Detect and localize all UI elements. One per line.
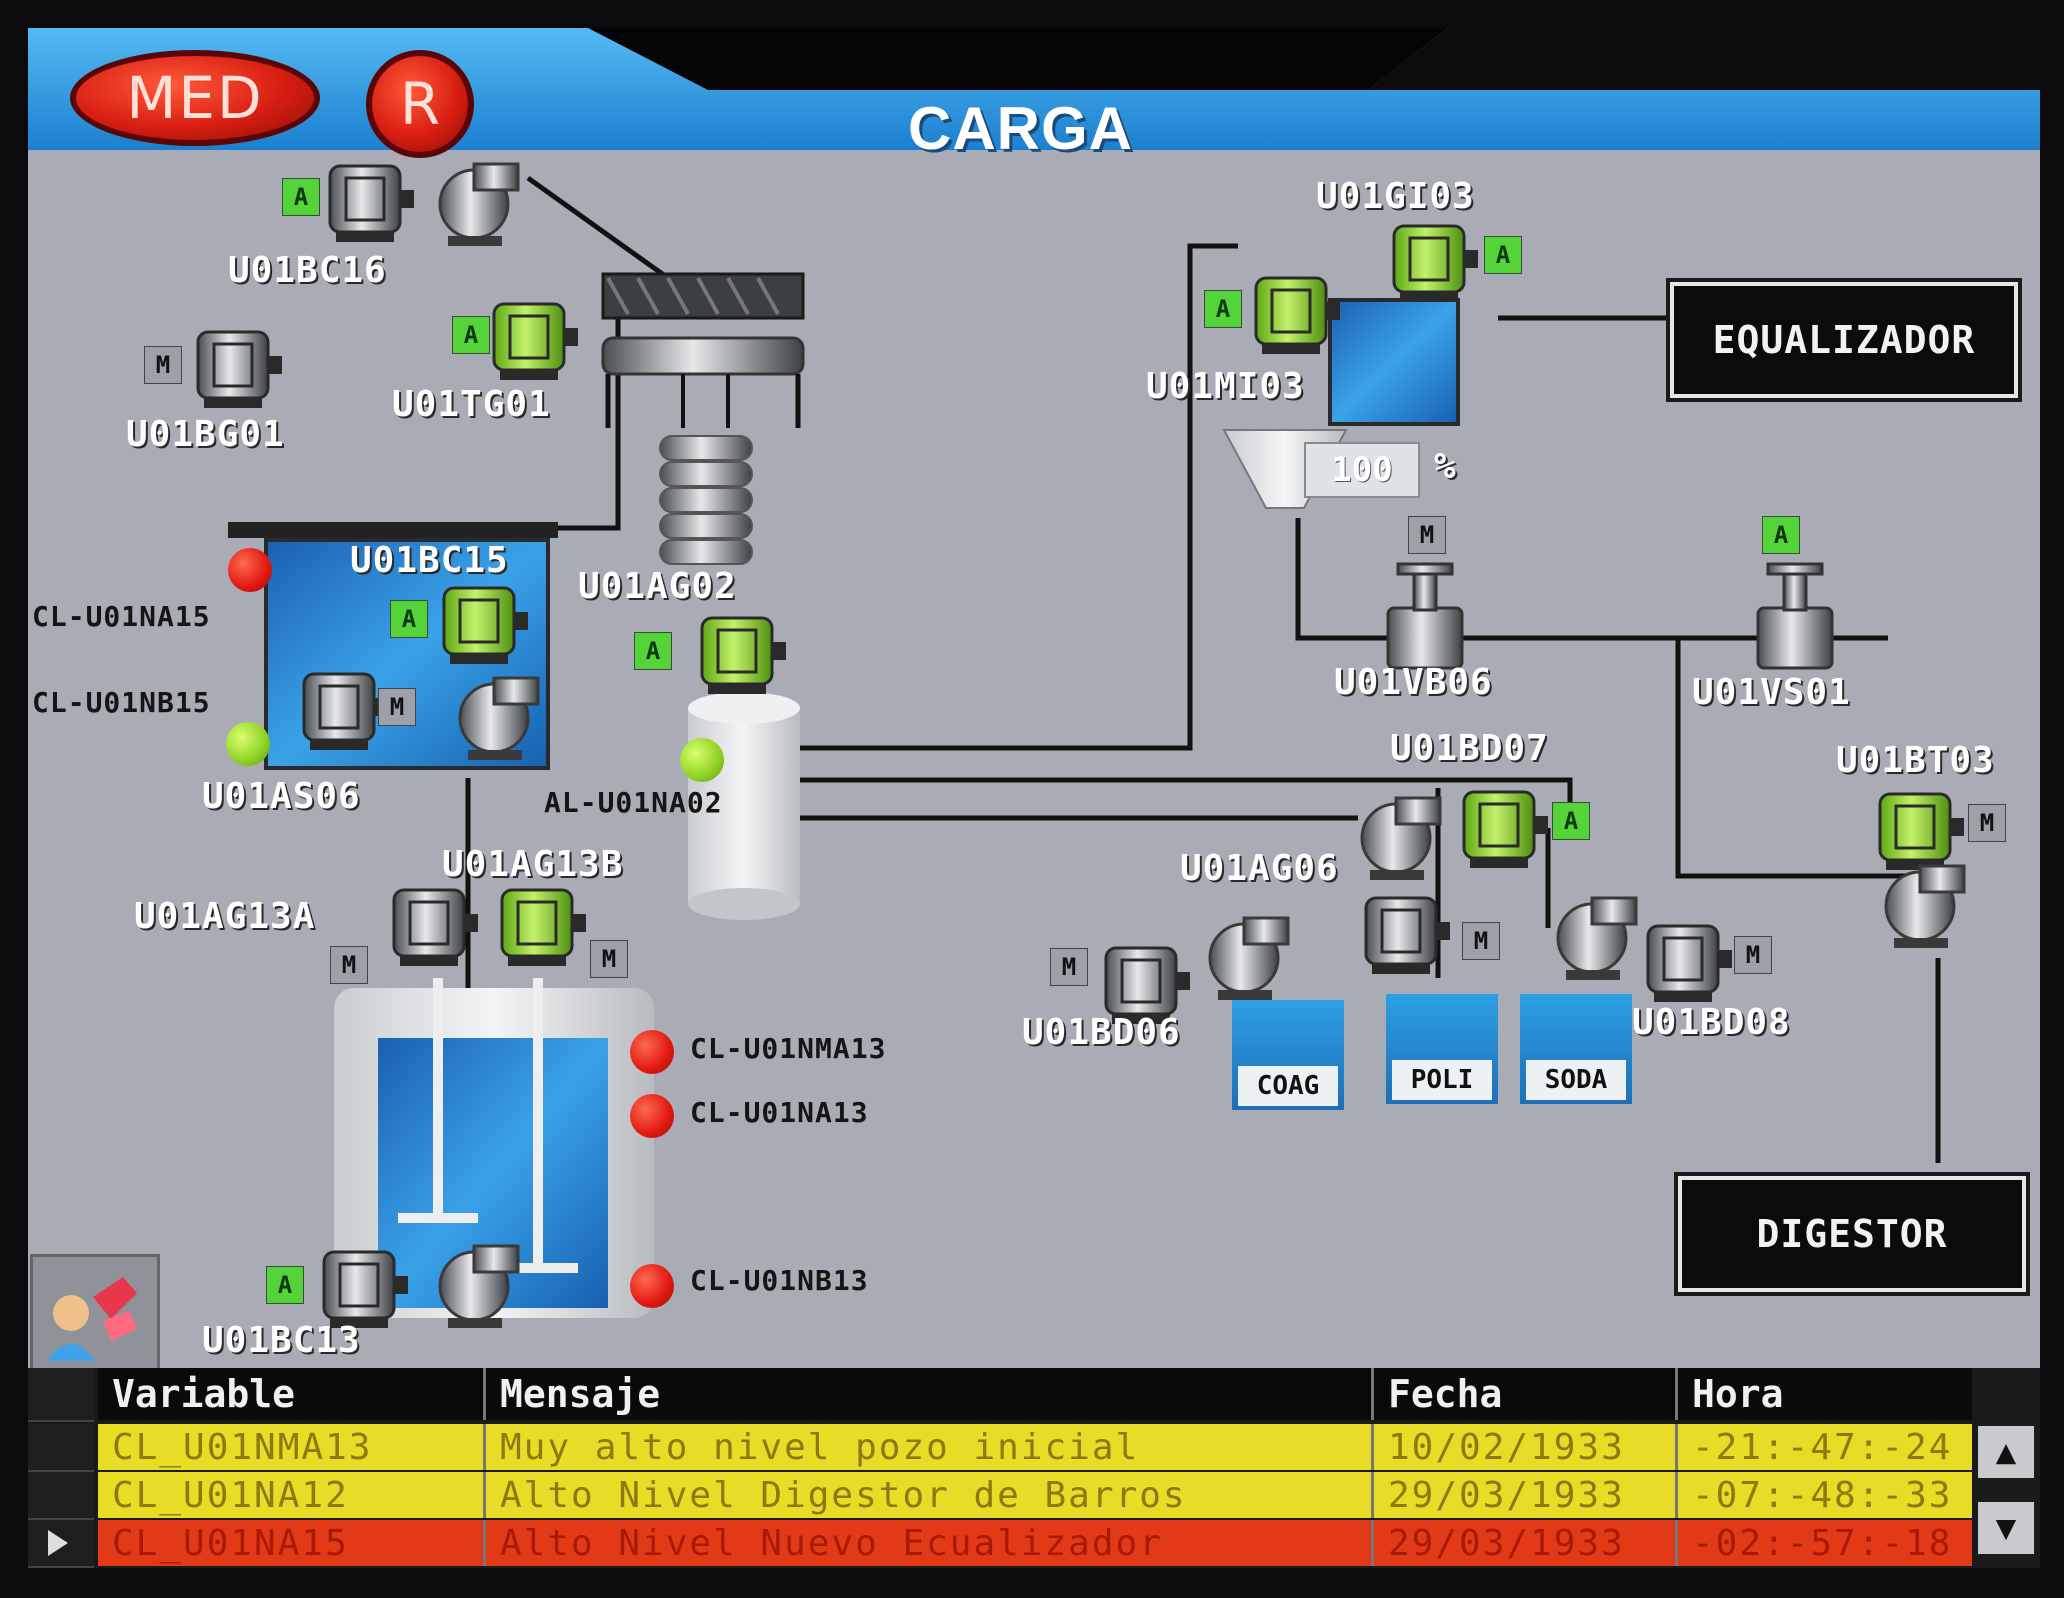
mode-manual-U01AG06[interactable]: M [1462,922,1500,960]
alarm-row-2[interactable]: CL_U01NA12 Alto Nivel Digestor de Barros… [98,1472,1972,1518]
user-login-icon[interactable] [30,1254,160,1374]
mode-auto-U01VS01[interactable]: A [1762,516,1800,554]
label-U01AS06: U01AS06 [202,776,361,817]
alarm-message: Alto Nivel Digestor de Barros [486,1472,1374,1518]
alarm-table: Variable Mensaje Fecha Hora CL_U01NMA13 … [28,1368,2040,1568]
label-cl-nb13: CL-U01NB13 [690,1264,869,1297]
med-mode-button[interactable]: MED [70,50,320,146]
alarm-variable: CL_U01NA12 [98,1472,486,1518]
label-U01GI03: U01GI03 [1316,176,1475,217]
mode-manual-U01VB06[interactable]: M [1408,516,1446,554]
reset-button[interactable]: R [366,50,474,158]
alarm-time: -07:-48:-33 [1678,1472,1972,1518]
alarm-time: -02:-57:-18 [1678,1520,1972,1566]
mode-manual-U01AS06[interactable]: M [378,688,416,726]
digestor-button[interactable]: DIGESTOR [1674,1172,2030,1296]
mode-auto-U01AG02[interactable]: A [634,632,672,670]
label-U01BC15: U01BC15 [350,540,509,581]
alarm-variable: CL_U01NA15 [98,1520,486,1566]
mode-auto-U01TG01[interactable]: A [452,316,490,354]
label-U01AG13B: U01AG13B [442,844,624,885]
label-U01VB06: U01VB06 [1334,662,1493,703]
alarm-row-3[interactable]: CL_U01NA15 Alto Nivel Nuevo Ecualizador … [98,1520,1972,1566]
label-cl-na13: CL-U01NA13 [690,1096,869,1129]
silo-level-unit: % [1434,446,1457,487]
label-U01MI03: U01MI03 [1146,366,1305,407]
silo-level-value: 100 [1304,442,1420,498]
reset-label: R [399,70,441,138]
alarm-time: -21:-47:-24 [1678,1424,1972,1470]
level-led-cl-na15 [228,548,272,592]
col-variable[interactable]: Variable [98,1368,486,1420]
equalizador-button[interactable]: EQUALIZADOR [1666,278,2022,402]
tank-soda-label: SODA [1526,1060,1626,1100]
label-U01BD06: U01BD06 [1022,1012,1181,1053]
scroll-up-button[interactable]: ▲ [1978,1426,2034,1478]
row-selector-2[interactable] [28,1472,94,1520]
mode-manual-U01BG01[interactable]: M [144,346,182,384]
label-U01VS01: U01VS01 [1692,672,1851,713]
label-U01BD08: U01BD08 [1632,1002,1791,1043]
tank-poli[interactable]: POLI [1386,994,1498,1104]
label-U01BC13: U01BC13 [202,1320,361,1361]
mode-manual-U01AG13A[interactable]: M [330,946,368,984]
label-U01AG13A: U01AG13A [134,896,316,937]
hmi-screen: MED R CARGA [28,28,2040,1568]
label-U01BD07: U01BD07 [1390,728,1549,769]
alarm-date: 10/02/1933 [1374,1424,1678,1470]
mode-auto-U01BC13[interactable]: A [266,1266,304,1304]
mode-manual-U01BD06[interactable]: M [1050,948,1088,986]
label-U01BG01: U01BG01 [126,414,285,455]
label-cl-nb15: CL-U01NB15 [32,686,211,719]
col-mensaje[interactable]: Mensaje [486,1368,1374,1420]
label-U01BT03: U01BT03 [1836,740,1995,781]
row-selector-header [28,1368,94,1422]
level-led-cl-na13 [630,1094,674,1138]
label-U01AG06: U01AG06 [1180,848,1339,889]
level-led-cl-nb13 [630,1264,674,1308]
alarm-message: Muy alto nivel pozo inicial [486,1424,1374,1470]
mode-auto-U01BD07[interactable]: A [1552,802,1590,840]
label-U01AG02: U01AG02 [578,566,737,607]
level-led-cl-nma13 [630,1030,674,1074]
scroll-down-button[interactable]: ▼ [1978,1502,2034,1554]
label-U01BC16: U01BC16 [228,250,387,291]
mode-auto-U01BC16[interactable]: A [282,178,320,216]
tank-soda[interactable]: SODA [1520,994,1632,1104]
current-row-arrow-icon [48,1530,68,1556]
row-selector-1[interactable] [28,1424,94,1472]
label-U01TG01: U01TG01 [392,384,551,425]
tank-coag-label: COAG [1238,1066,1338,1106]
label-cl-na15: CL-U01NA15 [32,600,211,633]
tank-poli-label: POLI [1392,1060,1492,1100]
mode-manual-U01AG13B[interactable]: M [590,940,628,978]
process-diagram [196,162,1966,1330]
screen-title: CARGA [908,95,1133,162]
alarm-variable: CL_U01NMA13 [98,1424,486,1470]
col-fecha[interactable]: Fecha [1374,1368,1678,1420]
tank-coag[interactable]: COAG [1232,1000,1344,1110]
mode-manual-U01BT03[interactable]: M [1968,804,2006,842]
mode-manual-U01BD08[interactable]: M [1734,936,1772,974]
label-cl-nma13: CL-U01NMA13 [690,1032,887,1065]
header-bar [28,28,2040,178]
row-selector-3[interactable] [28,1520,94,1568]
med-label: MED [126,64,264,132]
label-al-na02: AL-U01NA02 [544,786,723,819]
alarm-date: 29/03/1933 [1374,1520,1678,1566]
alarm-message: Alto Nivel Nuevo Ecualizador [486,1520,1374,1566]
alarm-row-1[interactable]: CL_U01NMA13 Muy alto nivel pozo inicial … [98,1424,1972,1470]
alarm-table-header: Variable Mensaje Fecha Hora [98,1368,1972,1420]
alarm-date: 29/03/1933 [1374,1472,1678,1518]
mode-auto-U01MI03[interactable]: A [1204,290,1242,328]
mode-auto-U01GI03[interactable]: A [1484,236,1522,274]
level-led-cl-nb15 [226,722,270,766]
col-hora[interactable]: Hora [1692,1372,1784,1416]
level-led-al-na02 [680,738,724,782]
mode-auto-U01BC15[interactable]: A [390,600,428,638]
